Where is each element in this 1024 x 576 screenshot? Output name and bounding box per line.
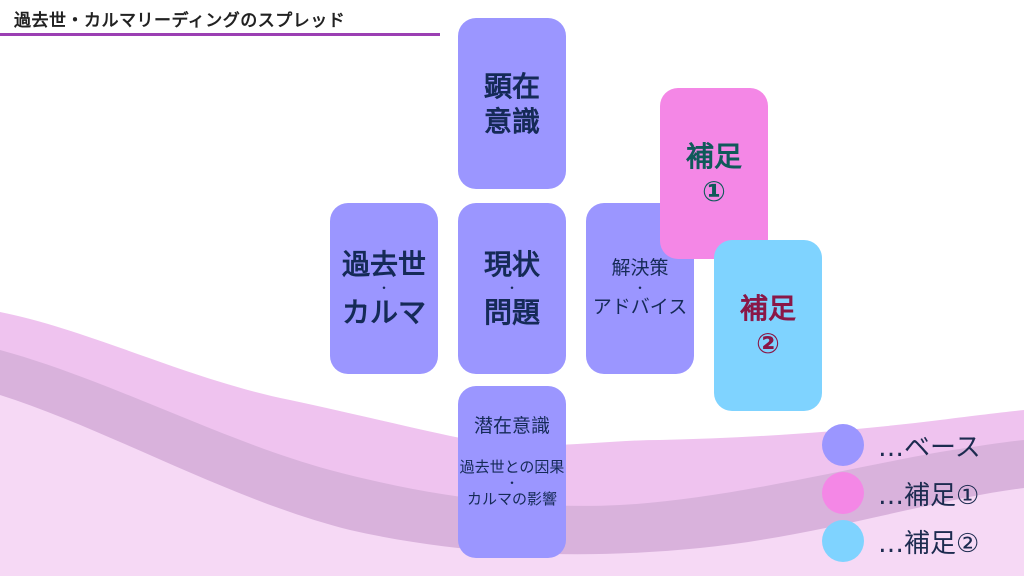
legend-supplement-1-label: …補足① <box>878 480 980 511</box>
card-present: 現状 ・ 問題 <box>458 203 566 374</box>
title-underline <box>0 33 440 36</box>
legend-supplement-1: …補足① <box>822 472 979 514</box>
card-present-line2: 問題 <box>483 296 540 330</box>
card-conscious-line2: 意識 <box>483 104 540 138</box>
legend-supplement-2: …補足② <box>822 520 979 562</box>
card-supplement-1-line2: ① <box>702 174 726 208</box>
legend-base-label: …ベース <box>878 432 981 463</box>
legend-base-swatch <box>822 424 864 466</box>
card-past-life-line1: 過去世 <box>341 247 426 281</box>
legend-supplement-2-swatch <box>822 520 864 562</box>
card-subconscious-line2: カルマの影響 <box>466 490 557 509</box>
legend-supplement-2-label: …補足② <box>878 528 980 559</box>
card-subconscious-line1: 過去世との因果 <box>459 457 565 476</box>
card-supplement-2-line2: ② <box>756 326 780 360</box>
card-subconscious: 潜在意識 過去世との因果 ・ カルマの影響 <box>458 386 566 558</box>
card-past-life-dot: ・ <box>377 280 390 295</box>
card-supplement-2-line1: 補足 <box>739 291 796 325</box>
card-solution-line1: 解決策 <box>611 257 669 280</box>
card-subconscious-heading: 潜在意識 <box>473 415 550 437</box>
card-conscious: 顕在 意識 <box>458 18 566 189</box>
card-supplement-1-line1: 補足 <box>685 139 742 173</box>
card-solution-dot: ・ <box>633 280 646 295</box>
card-subconscious-dot: ・ <box>505 476 518 491</box>
card-conscious-line1: 顕在 <box>483 69 540 103</box>
legend-base: …ベース <box>822 424 981 466</box>
card-supplement-2: 補足 ② <box>714 240 822 411</box>
card-past-life: 過去世 ・ カルマ <box>330 203 438 374</box>
page-title: 過去世・カルマリーディングのスプレッド <box>14 11 346 31</box>
card-supplement-1: 補足 ① <box>660 88 768 259</box>
card-past-life-line2: カルマ <box>341 296 426 330</box>
card-present-dot: ・ <box>505 280 518 295</box>
card-solution-line2: アドバイス <box>592 296 688 319</box>
legend-supplement-1-swatch <box>822 472 864 514</box>
card-present-line1: 現状 <box>483 247 540 281</box>
